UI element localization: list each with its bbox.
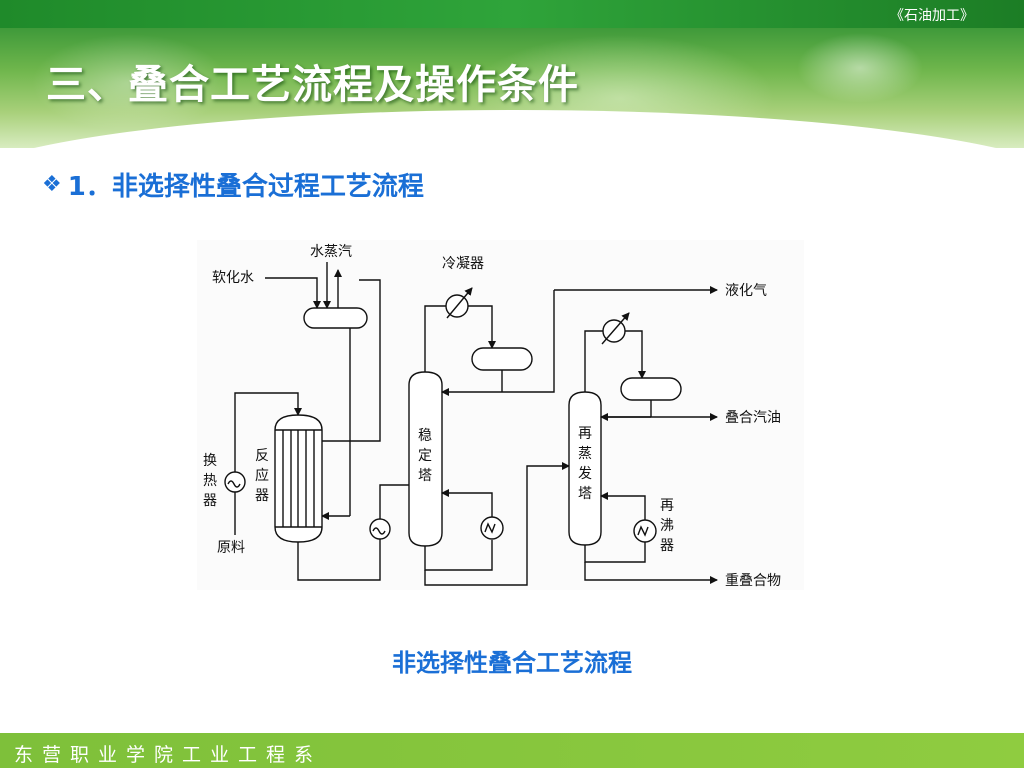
stabilizer-reflux-drum xyxy=(471,347,533,371)
diamond-bullet-icon: ❖ xyxy=(42,172,62,197)
label-heavy-polymer: 重叠合物 xyxy=(725,573,781,589)
drum-riser xyxy=(322,279,381,442)
flow-diagram-svg: 软化水 水蒸汽 冷凝器 液化气 叠合汽油 重叠合物 原料 换 热 器 反 应 器… xyxy=(203,244,781,589)
section-heading: ❖ 1．非选择性叠合过程工艺流程 xyxy=(42,166,424,203)
stabilizer-reboiler-loop xyxy=(424,540,493,571)
redistillation-column xyxy=(568,391,602,546)
label-reactor-3: 器 xyxy=(255,488,269,504)
softened-water-line xyxy=(265,277,321,309)
label-exchanger-3: 器 xyxy=(203,493,217,509)
footer-bar: 东营职业学院工业工程系 xyxy=(0,733,1024,768)
left-heat-exchanger xyxy=(224,471,246,493)
label-reactor-2: 应 xyxy=(255,467,269,484)
label-steam: 水蒸汽 xyxy=(310,244,352,260)
redist-reboiler-loop xyxy=(584,542,646,563)
stabilizer-reboiler xyxy=(480,516,504,540)
heavy-polymer-line xyxy=(584,562,718,584)
redist-overhead-line xyxy=(584,330,604,392)
label-redist-2: 蒸 xyxy=(578,446,592,462)
label-stabilizer-2: 定 xyxy=(418,448,432,464)
stabilizer-column xyxy=(408,371,443,547)
label-redist-1: 再 xyxy=(578,426,592,442)
label-stabilizer-3: 塔 xyxy=(418,468,432,484)
steam-drum xyxy=(303,307,368,329)
top-band: 《石油加工》 xyxy=(0,0,1024,28)
footer-text: 东营职业学院工业工程系 xyxy=(14,744,323,766)
header-banner xyxy=(0,28,1024,148)
stabilizer-overhead-line xyxy=(424,305,447,372)
label-exchanger-1: 换 xyxy=(203,452,217,469)
page-title: 三、叠合工艺流程及操作条件 xyxy=(46,62,579,108)
redist-reboiler xyxy=(633,519,657,543)
reflux-return-line xyxy=(441,290,555,396)
mid-heat-exchanger xyxy=(369,518,391,540)
label-softened-water: 软化水 xyxy=(212,270,254,286)
label-stabilizer-1: 稳 xyxy=(418,428,432,444)
label-redist-3: 发 xyxy=(578,466,592,482)
exchanger-to-reactor-line xyxy=(234,392,302,535)
label-redist-4: 塔 xyxy=(578,486,592,502)
stabilizer-bottoms-line xyxy=(424,462,570,586)
to-stabilizer-line xyxy=(379,484,409,519)
label-liquefied-gas: 液化气 xyxy=(725,283,767,299)
section-heading-text: 1．非选择性叠合过程工艺流程 xyxy=(67,172,424,202)
label-reboiler-1: 再 xyxy=(660,498,674,514)
diagram-caption: 非选择性叠合工艺流程 xyxy=(392,649,632,677)
label-reboiler-3: 器 xyxy=(660,538,674,554)
label-condenser: 冷凝器 xyxy=(442,256,484,272)
label-reboiler-2: 沸 xyxy=(660,518,674,534)
reactor-outlet-line xyxy=(297,539,381,581)
book-title: 《石油加工》 xyxy=(890,8,974,24)
redist-condenser-to-drum xyxy=(625,330,646,379)
label-polymer-gasoline: 叠合汽油 xyxy=(725,410,781,426)
label-reactor-1: 反 xyxy=(255,448,269,464)
label-exchanger-2: 热 xyxy=(203,473,217,489)
label-feed: 原料 xyxy=(217,540,245,556)
process-flow-diagram: 软化水 水蒸汽 冷凝器 液化气 叠合汽油 重叠合物 原料 换 热 器 反 应 器… xyxy=(197,240,804,590)
redist-reflux-drum xyxy=(620,377,682,401)
condenser-to-drum-line xyxy=(468,305,496,349)
header-curve xyxy=(0,110,1024,148)
